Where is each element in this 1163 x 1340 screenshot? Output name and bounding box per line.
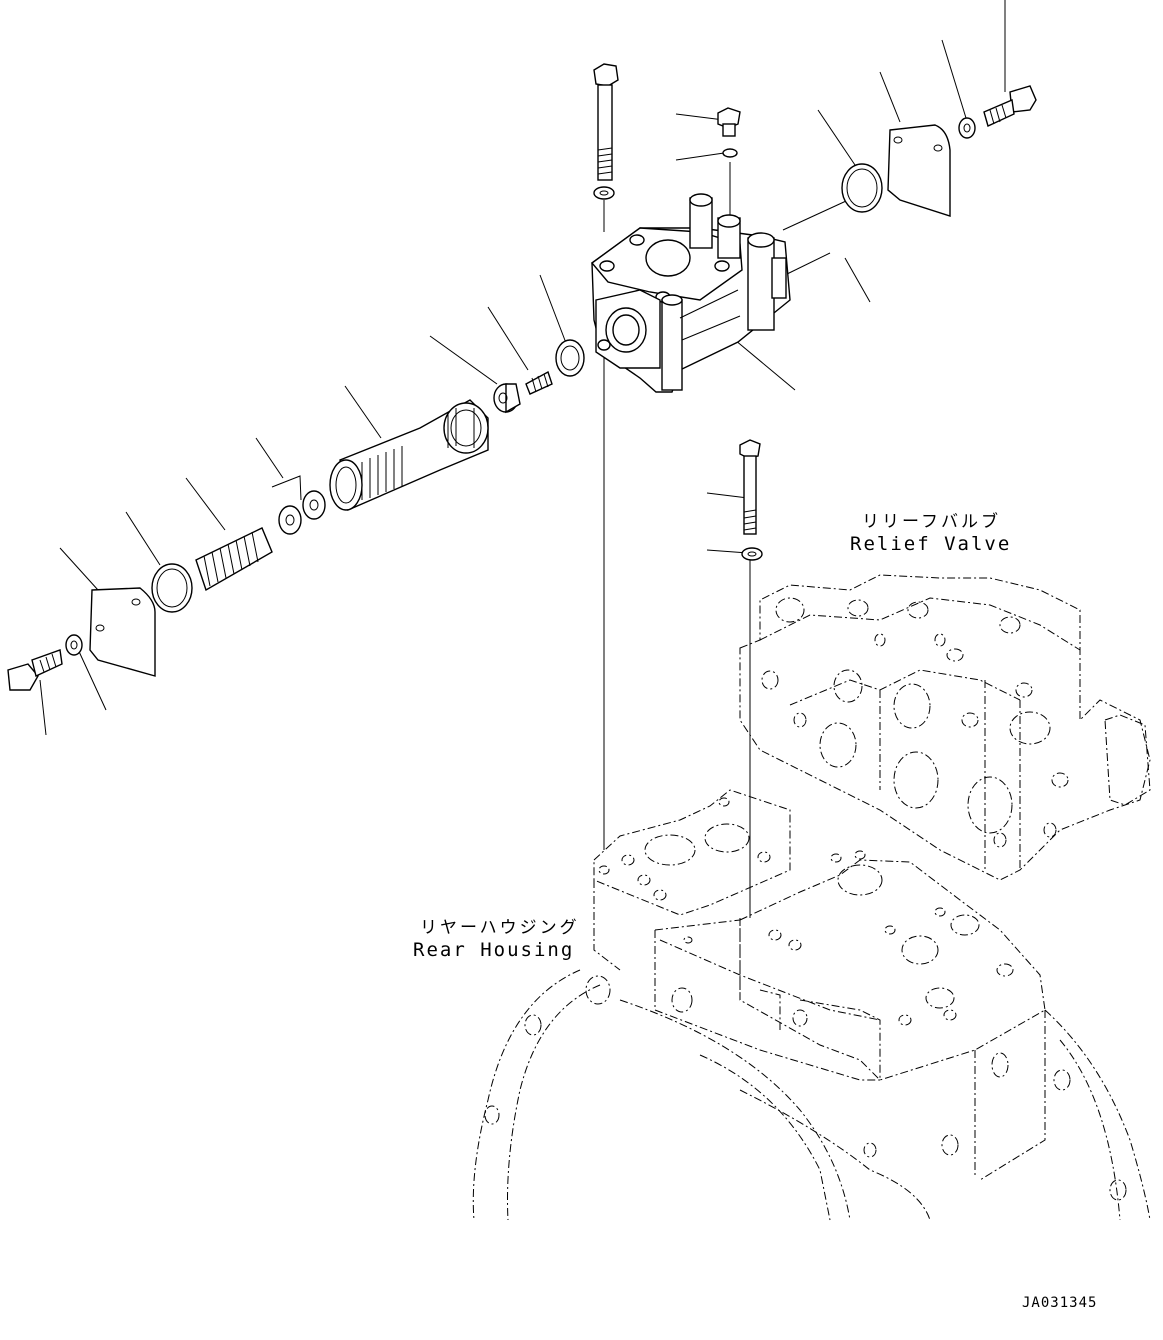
drawing-code: JA031345 [1022,1295,1098,1311]
alignment-lines [603,162,871,918]
rear-housing-label-jp: リヤーハウジング [420,918,580,938]
cover-top-right [841,85,1037,217]
relief-valve-label-en: Relief Valve [850,533,1012,555]
rear-housing [472,789,1151,1221]
plug-bolt [717,107,741,158]
relief-valve-assembly [739,574,1151,881]
long-bolt [593,63,619,200]
valve-body [590,193,791,393]
leader-lines [39,0,1006,736]
rear-housing-label-en: Rear Housing [413,939,575,961]
mounting-bolt [739,439,763,561]
relief-valve-label-jp: リリーフバルブ [862,512,1001,532]
inner-parts [7,339,585,691]
